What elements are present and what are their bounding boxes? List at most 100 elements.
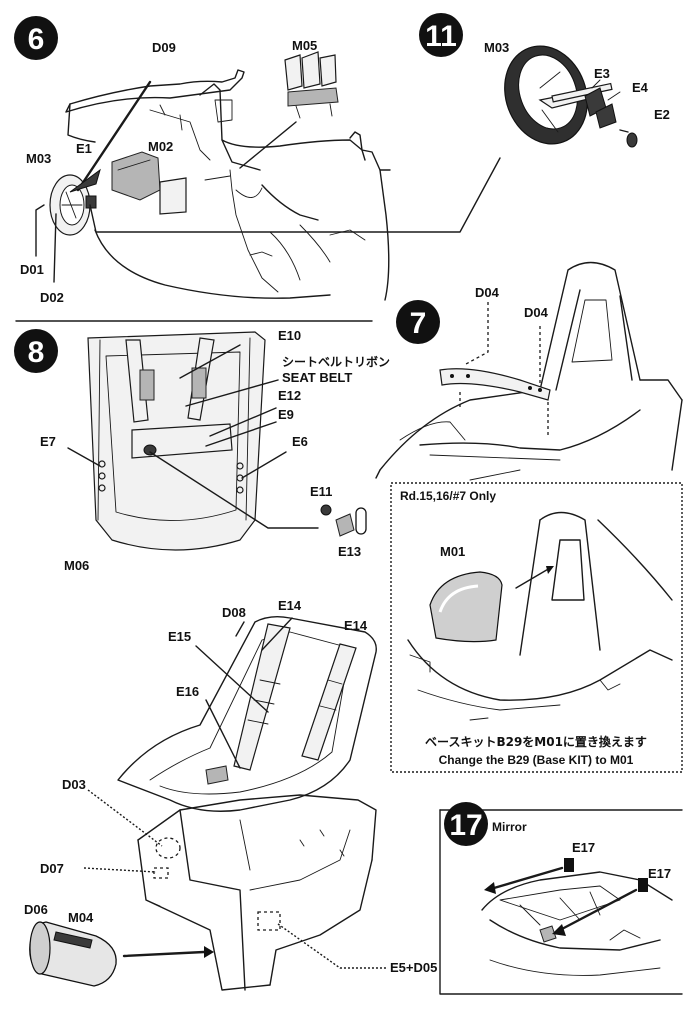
steering-wheel-m03-step11 (504, 45, 613, 145)
e9-leader (205, 421, 277, 447)
d09-arrow-line (76, 80, 152, 192)
label-e17-a: E17 (572, 840, 595, 855)
label-m05: M05 (292, 38, 317, 53)
label-e5-d05: E5+D05 (390, 960, 437, 975)
e17-arrow-b (558, 888, 638, 932)
label-d02: D02 (40, 290, 64, 305)
e7-leader (67, 447, 101, 467)
label-m03-step11: M03 (484, 40, 509, 55)
replace-note-en: Change the B29 (Base KIT) to M01 (439, 753, 634, 767)
step-17-badge (444, 802, 488, 846)
fire-extinguisher-m04 (29, 921, 117, 987)
label-d03: D03 (62, 777, 86, 792)
mirror-cockpit-drawing (481, 871, 673, 976)
e17-part-a (564, 858, 574, 872)
step-6-number: 6 (28, 23, 45, 56)
seat-m06-drawing (87, 331, 266, 551)
label-e16: E16 (176, 684, 199, 699)
quick-release-parts-e3-e4-e2 (584, 79, 638, 148)
label-e6: E6 (292, 434, 308, 449)
label-e11: E11 (310, 484, 332, 499)
label-e1: E1 (76, 141, 92, 156)
round-only-panel: Rd.15,16/#7 Only M01 ベースキットB29をM01に置き換えま… (390, 482, 683, 773)
seat-assembly-group: D08 E14 E14 E15 E16 D03 D07 D06 M04 E5+D… (24, 598, 437, 991)
e17-arrow-a-head (484, 882, 496, 894)
e15-leader (195, 645, 269, 713)
label-d06: D06 (24, 902, 48, 917)
m05-leader-line (239, 121, 297, 169)
d01-leader (35, 204, 45, 257)
seatbelt-leader (185, 379, 279, 407)
step-17-frame (439, 809, 683, 995)
label-e10: E10 (278, 328, 301, 343)
d09-part (69, 168, 101, 193)
label-e17-b: E17 (648, 866, 671, 881)
label-d08: D08 (222, 605, 246, 620)
label-e7: E7 (40, 434, 56, 449)
label-d07: D07 (40, 861, 64, 876)
label-e9: E9 (278, 407, 294, 422)
step-7-group: 7 D04 D04 (375, 261, 683, 481)
d02-leader (53, 213, 57, 283)
e2-arrow (619, 129, 629, 133)
seatbelt-label-jp: シートベルトリボン (282, 354, 390, 369)
label-m02: M02 (148, 139, 173, 154)
step-11-group: 11 M03 E3 E4 E2 (419, 13, 670, 148)
step-11-number: 11 (425, 20, 457, 53)
round-only-title: Rd.15,16/#7 Only (400, 489, 496, 503)
label-m03: M03 (26, 151, 51, 166)
e17-part-b (638, 878, 648, 892)
pedal-box-m05 (284, 51, 339, 119)
label-m06: M06 (64, 558, 89, 573)
label-d09: D09 (152, 40, 176, 55)
step-6-badge (14, 16, 58, 60)
steering-wheel-m03-step6 (49, 174, 97, 236)
e11-leader (149, 451, 319, 529)
e14-leader-a (261, 617, 293, 651)
label-e2: E2 (654, 107, 670, 122)
e10-leader (179, 344, 241, 379)
d07-leader (83, 867, 157, 873)
d04-dashed-a (465, 302, 489, 365)
seat-shell-drawing (117, 615, 377, 812)
label-e14-b: E14 (344, 618, 368, 633)
seatbelt-label-en: SEAT BELT (282, 370, 352, 385)
e16-leader (205, 699, 241, 769)
step-17-number: 17 (449, 809, 482, 842)
step11-leader-line (89, 157, 501, 233)
replace-note-jp: ベースキットB29をM01に置き換えます (425, 734, 647, 749)
e12-leader (209, 407, 277, 437)
e17-arrow-a (492, 866, 564, 890)
cockpit-surround-d04 (439, 368, 551, 401)
e5-d05-leader (277, 923, 388, 969)
d03-leader (87, 789, 163, 847)
headrest-m01-part (429, 571, 503, 643)
label-e14-a: E14 (278, 598, 302, 613)
m04-arrow-head (204, 946, 214, 958)
round-only-border (390, 482, 683, 773)
label-e12: E12 (278, 388, 301, 403)
e17-arrow-b-head (552, 924, 566, 936)
e6-leader (241, 451, 287, 479)
label-d01: D01 (20, 262, 44, 277)
label-d04-b: D04 (524, 305, 549, 320)
label-e3: E3 (594, 66, 610, 81)
label-d04-a: D04 (475, 285, 500, 300)
step-8-badge (14, 329, 58, 373)
label-e13: E13 (338, 544, 361, 559)
d08-leader (235, 621, 245, 637)
rollhoop-cockpit-drawing (375, 261, 683, 481)
floor-box-drawing (137, 794, 377, 991)
label-e4: E4 (632, 80, 649, 95)
step-7-badge (396, 300, 440, 344)
rollhoop-detail-drawing (407, 511, 673, 721)
step-8-number: 8 (28, 336, 45, 369)
m04-arrow-line (122, 950, 206, 958)
step-8-group: 8 (14, 328, 390, 573)
label-e15: E15 (168, 629, 191, 644)
dashboard-part-m02 (111, 151, 187, 215)
step-6-group: 6 (14, 16, 501, 305)
step-7-number: 7 (410, 307, 427, 340)
mirror-title: Mirror (492, 820, 527, 834)
